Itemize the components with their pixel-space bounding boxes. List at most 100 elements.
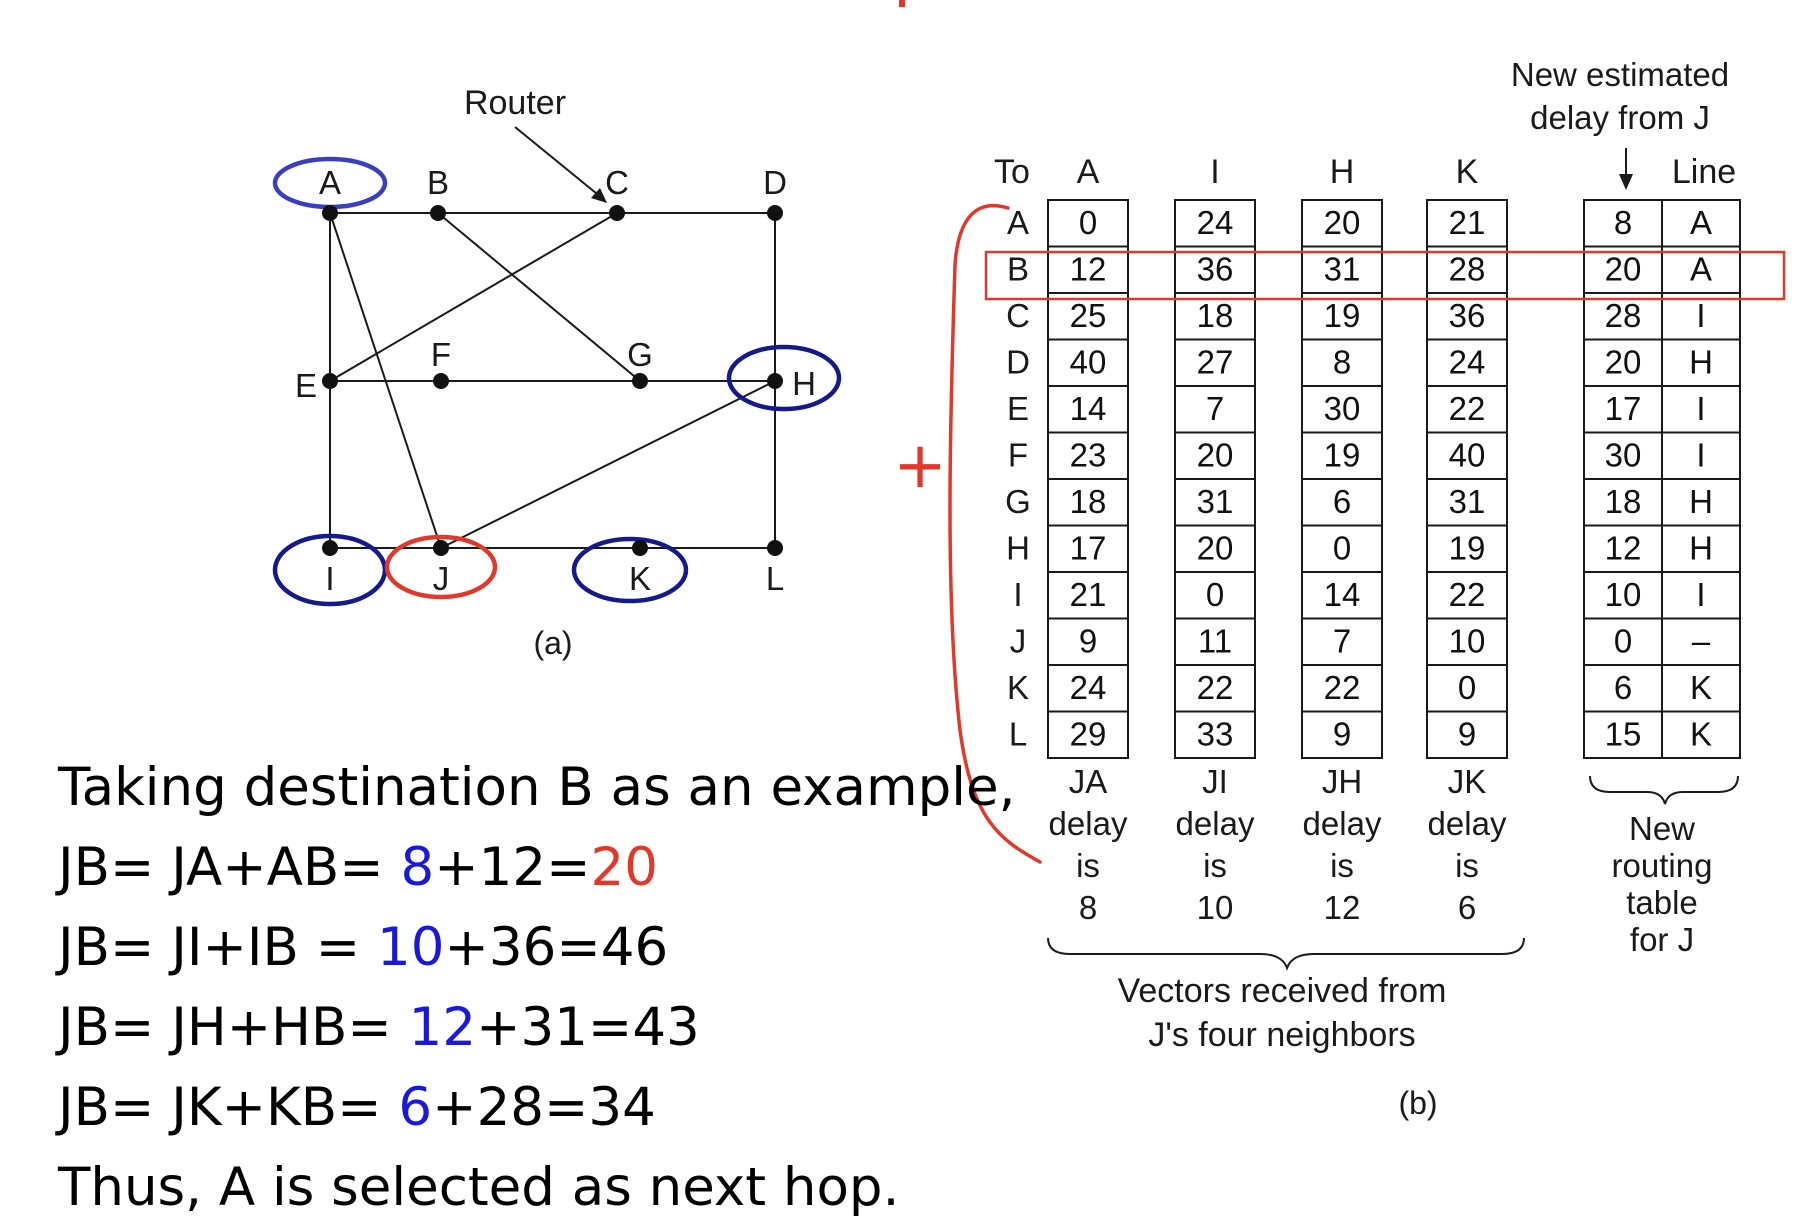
- highlight-h: [726, 344, 842, 412]
- new-delay-cell-box: [1583, 245, 1663, 294]
- node-label-d: D: [763, 164, 787, 201]
- vector-cell: 24: [1197, 204, 1234, 241]
- new-delay-cell: 0: [1614, 623, 1632, 660]
- new-delay-header-line2: delay from J: [1530, 99, 1710, 136]
- vector-cell: 21: [1070, 576, 1107, 613]
- vector-cell-box: [1047, 338, 1129, 387]
- delay-note-text: delay: [1176, 805, 1255, 842]
- vector-cell: 19: [1449, 530, 1486, 567]
- router-node-f: [433, 373, 449, 389]
- new-delay-cell-box: [1583, 292, 1663, 341]
- neighbor-header-k: K: [1456, 153, 1479, 191]
- new-line-cell-box: [1661, 524, 1741, 573]
- router-node-j: [433, 540, 449, 556]
- vector-cell: 20: [1197, 530, 1234, 567]
- vector-cell-box: [1426, 245, 1508, 294]
- vector-cell: 18: [1197, 297, 1234, 334]
- dest-label-b: B: [1007, 251, 1029, 288]
- vector-cell: 28: [1449, 251, 1486, 288]
- new-table-caption-text: New: [1629, 810, 1695, 847]
- new-line-cell: A: [1690, 251, 1712, 288]
- vector-cell-box: [1174, 292, 1256, 341]
- vector-cell: 9: [1079, 623, 1097, 660]
- line-4-delay: 6: [398, 1077, 432, 1138]
- new-line-cell-box: [1661, 710, 1741, 759]
- vector-cell: 31: [1197, 483, 1234, 520]
- new-line-cell: H: [1689, 344, 1713, 381]
- vector-cell: 24: [1449, 344, 1486, 381]
- new-table-caption-text: for J: [1630, 921, 1694, 958]
- vector-cell-box: [1174, 617, 1256, 666]
- router-node-a: [322, 205, 338, 221]
- vector-cell: 20: [1197, 437, 1234, 474]
- link-delay-notes: JAdelayis8JIdelayis10JHdelayis12JKdelayi…: [1049, 763, 1507, 926]
- delay-note-text: JI: [1202, 763, 1228, 800]
- vector-cell: 36: [1449, 297, 1486, 334]
- vector-cell: 12: [1070, 251, 1107, 288]
- node-label-b: B: [427, 164, 449, 201]
- vector-cell: 33: [1197, 716, 1234, 753]
- line-3-middle: +31=: [476, 997, 632, 1058]
- new-table-caption-text: routing: [1612, 847, 1713, 884]
- line-1-prefix: JB= JA+AB=: [55, 837, 400, 898]
- line-4-result: 34: [588, 1077, 655, 1138]
- explanation-intro: Taking destination B as an example,: [57, 757, 1015, 818]
- node-label-l: L: [766, 560, 784, 597]
- router-label: Router: [464, 84, 566, 122]
- line-2-delay: 10: [377, 917, 444, 978]
- new-delay-arrow-head: [1619, 174, 1633, 190]
- vector-cell: 20: [1324, 204, 1361, 241]
- vector-cell: 0: [1206, 576, 1224, 613]
- node-label-f: F: [431, 336, 451, 373]
- vector-cell: 23: [1070, 437, 1107, 474]
- vector-cell-box: [1301, 710, 1383, 759]
- delay-note-text: is: [1330, 847, 1354, 884]
- new-table-caption-text: table: [1626, 884, 1698, 921]
- neighbor-header-i: I: [1210, 153, 1219, 191]
- graph-edges: [329, 212, 776, 549]
- vector-cell: 30: [1324, 390, 1361, 427]
- delay-note-text: delay: [1049, 805, 1128, 842]
- vector-cell: 0: [1458, 669, 1476, 706]
- new-line-cell: I: [1696, 576, 1705, 613]
- router-node-g: [632, 373, 648, 389]
- vector-cell: 19: [1324, 297, 1361, 334]
- dest-label-k: K: [1007, 669, 1029, 706]
- highlight-j: [384, 534, 498, 600]
- explanation-line-3: JB= JH+HB= 12+31=43: [55, 997, 700, 1058]
- delay-note-text: 10: [1197, 889, 1234, 926]
- dest-label-i: I: [1013, 576, 1022, 613]
- new-delay-cell: 20: [1605, 251, 1642, 288]
- dest-label-f: F: [1008, 437, 1028, 474]
- new-delay-cell-box: [1583, 199, 1663, 248]
- line-4-prefix: JB= JK+KB=: [55, 1077, 398, 1138]
- dest-label-l: L: [1009, 716, 1027, 753]
- vector-cell: 24: [1070, 669, 1107, 706]
- vector-cell: 14: [1324, 576, 1361, 613]
- dest-label-e: E: [1007, 390, 1029, 427]
- node-label-i: I: [325, 560, 334, 597]
- to-label: To: [994, 153, 1030, 191]
- new-line-cell: A: [1690, 204, 1712, 241]
- highlight-k: [571, 536, 689, 604]
- vector-cell-box: [1426, 338, 1508, 387]
- vector-cell: 7: [1333, 623, 1351, 660]
- vector-cell: 31: [1449, 483, 1486, 520]
- delay-note-text: is: [1203, 847, 1227, 884]
- new-delay-cell-box: [1583, 478, 1663, 527]
- router-node-k: [632, 540, 648, 556]
- vector-cell: 9: [1333, 716, 1351, 753]
- vector-cell-box: [1174, 338, 1256, 387]
- delay-note-text: delay: [1428, 805, 1507, 842]
- vector-cell-box: [1426, 385, 1508, 434]
- vector-cell-box: [1426, 710, 1508, 759]
- vector-cell-box: [1426, 199, 1508, 248]
- vector-cell: 27: [1197, 344, 1234, 381]
- vector-cell-box: [1301, 524, 1383, 573]
